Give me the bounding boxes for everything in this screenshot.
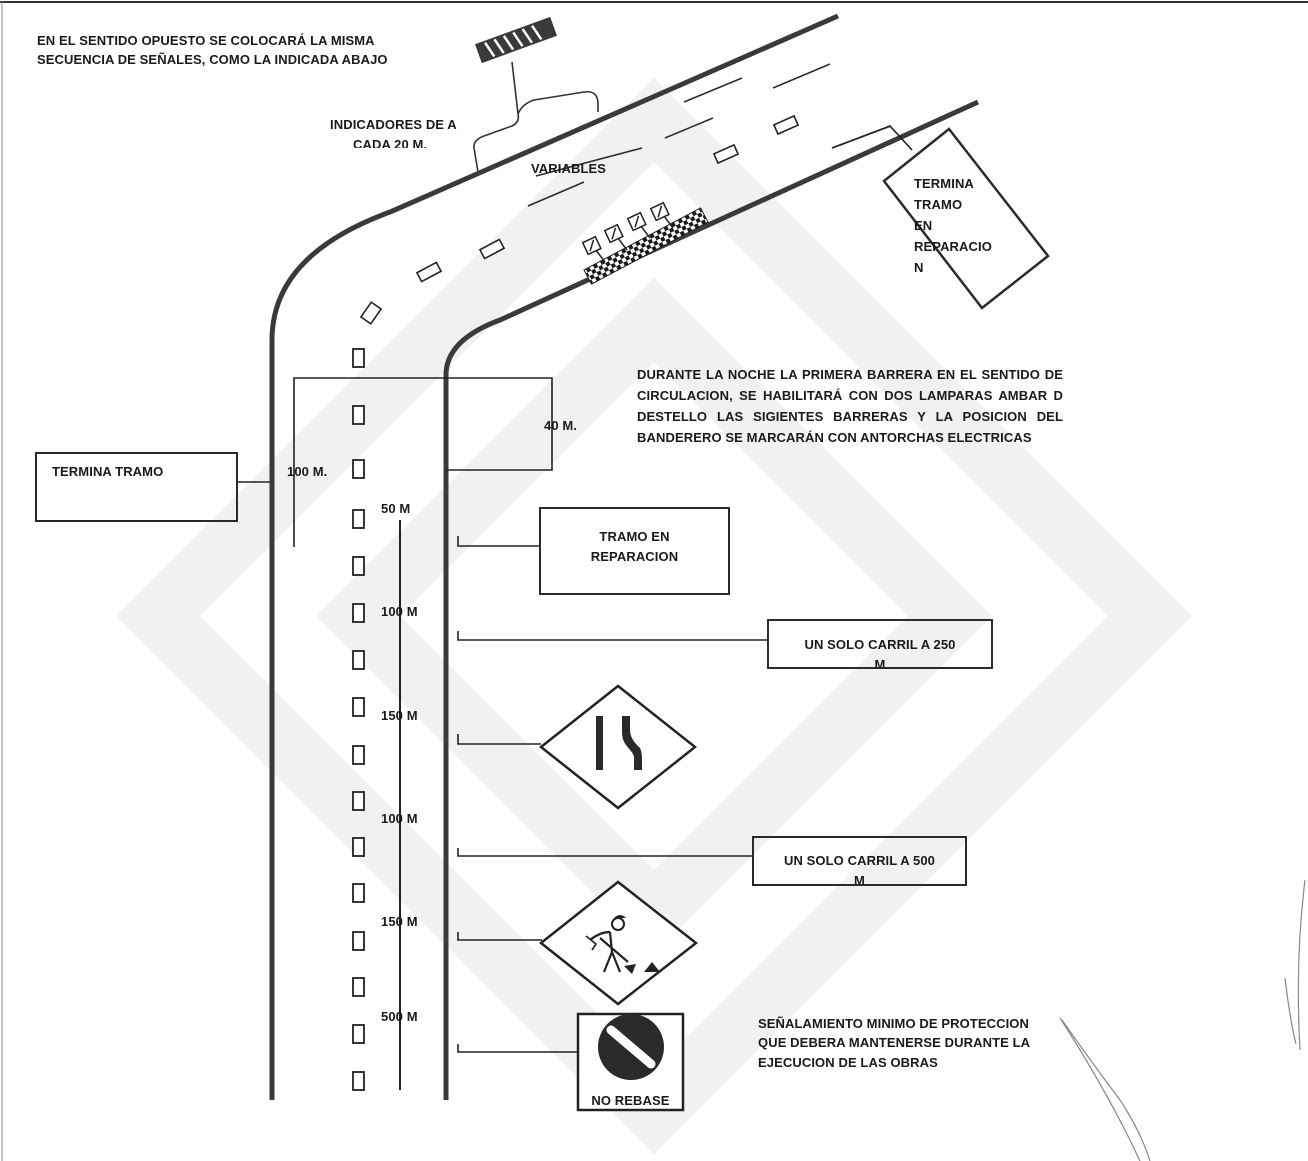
road-right-edge: [443, 99, 980, 1100]
bracket-100m: [293, 377, 553, 547]
label-segment-5: 150 M: [381, 914, 418, 929]
label-segment-1: 50 M: [381, 501, 411, 516]
sign-un-solo-carril-250-line-2: M: [874, 657, 886, 669]
sign-termina-tramo-rep-line-4: EN: [914, 218, 933, 233]
label-indicadores-2: CADA 20 M.: [353, 137, 428, 148]
note-opposite-direction-1: EN EL SENTIDO OPUESTO SE COLOCARÁ LA MIS…: [37, 33, 375, 48]
sign-termina-tramo: TERMINA TRAMO: [35, 452, 238, 522]
note-night: DURANTE LA NOCHE LA PRIMERA BARRERA EN E…: [637, 367, 1063, 445]
signature-mark: [1059, 879, 1306, 1161]
sign-termina-tramo-rep-line-6: N: [914, 260, 924, 275]
indicator-brace: [473, 61, 599, 173]
sign-termina-tramo-rep-line-5: REPARACIO: [914, 239, 992, 254]
label-variables: VARIABLES: [531, 161, 607, 176]
sign-termina-tramo-rep: TERMINA TRAMO EN REPARACIO N: [914, 173, 992, 278]
label-indicadores-1: INDICADORES DE A: [330, 117, 457, 132]
note-minimum-protection-2: QUE DEBERA MANTENERSE DURANTE LA: [758, 1035, 1031, 1050]
cone-icon: [581, 201, 674, 263]
sign-un-solo-carril-250-line-1: UN SOLO CARRIL A 250: [804, 637, 956, 652]
sign-tramo-en-reparacion: TRAMO EN REPARACION: [539, 507, 730, 595]
checker-barrier: [583, 207, 709, 285]
sign-termina-tramo-rep-line-2: TRAMO: [914, 197, 963, 212]
no-passing-icon: [576, 1012, 685, 1112]
delineators-diagonal: [359, 114, 800, 325]
sign-tramo-en-reparacion-line-1: TRAMO EN: [599, 529, 670, 544]
connector-termina-rep: [831, 125, 913, 151]
note-opposite-direction-2: SECUENCIA DE SEÑALES, COMO LA INDICADA A…: [37, 52, 388, 67]
delineators-vertical: [352, 348, 365, 1091]
road-left-edge: [269, 13, 840, 1100]
sign-no-rebase-label: NO REBASE: [591, 1093, 670, 1108]
note-minimum-protection-3: EJECUCION DE LAS OBRAS: [758, 1055, 938, 1070]
label-segment-4: 100 M: [381, 811, 418, 826]
sign-termina-tramo-label: TERMINA TRAMO: [52, 464, 164, 479]
sign-un-solo-carril-500: UN SOLO CARRIL A 500 M: [752, 836, 967, 886]
label-100m-total: 100 M.: [287, 464, 328, 479]
label-40m: 40 M.: [544, 418, 578, 433]
barrier-icon: [474, 16, 558, 64]
sign-tramo-en-reparacion-line-2: REPARACION: [590, 549, 679, 564]
sign-connectors: [236, 481, 768, 1053]
sign-termina-tramo-rep-frame: [882, 127, 1050, 310]
road-worker-icon: [538, 880, 699, 1006]
note-minimum-protection-1: SEÑALAMIENTO MINIMO DE PROTECCION: [758, 1016, 1030, 1031]
sign-un-solo-carril-500-line-1: UN SOLO CARRIL A 500: [783, 853, 936, 868]
sign-un-solo-carril-500-line-2: M: [854, 873, 865, 886]
label-segment-6: 500 M: [381, 1009, 418, 1024]
lane-reduction-icon: [538, 684, 698, 810]
label-segment-2: 100 M: [381, 604, 418, 619]
sign-termina-tramo-rep-line-1: TERMINA: [914, 176, 974, 191]
label-segment-3: 150 M: [381, 708, 418, 723]
sign-un-solo-carril-250: UN SOLO CARRIL A 250 M: [767, 619, 993, 669]
